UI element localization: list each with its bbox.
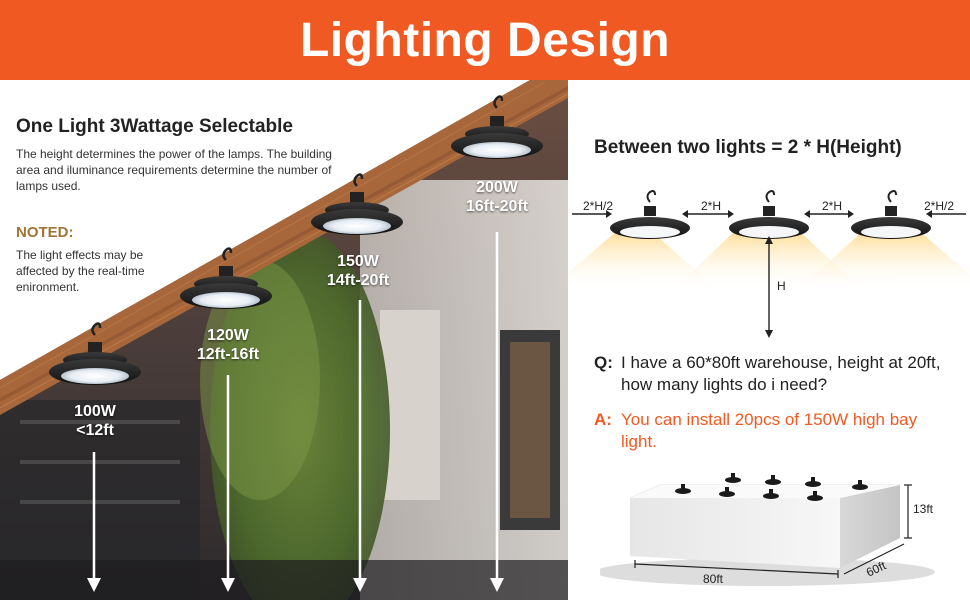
- lamp-150w-icon: [311, 173, 403, 235]
- lamp-watt: 120W: [207, 327, 249, 344]
- answer-key: A:: [594, 410, 612, 429]
- lamp-range: 12ft-16ft: [196, 346, 260, 363]
- warehouse-height: 13ft: [913, 502, 934, 516]
- dim-edge-right: 2*H/2: [924, 199, 955, 213]
- dim-height: H: [777, 279, 786, 293]
- dim-gap-1: 2*H: [701, 199, 722, 213]
- warehouse-diagram: [600, 473, 935, 586]
- lamp-range: <12ft: [76, 422, 114, 439]
- question-text: I have a 60*80ft warehouse, height at 20…: [621, 353, 941, 394]
- answer-text: You can install 20pcs of 150W high bay l…: [621, 410, 918, 451]
- intro-section: One Light 3Wattage Selectable The height…: [16, 116, 346, 194]
- warehouse-length: 80ft: [703, 572, 724, 586]
- lamp-label-200w: 200W 16ft-20ft: [447, 178, 547, 216]
- noted-title: NOTED:: [16, 224, 74, 241]
- lamp-120w-icon: [180, 247, 272, 309]
- noted-body: The light effects may be affected by the…: [16, 248, 145, 294]
- lamp-label-150w: 150W 14ft-20ft: [308, 252, 408, 290]
- noted-section: NOTED: The light effects may be affected…: [16, 224, 186, 295]
- spacing-diagram: [568, 190, 970, 338]
- diagram-lamp-right-icon: [851, 190, 931, 239]
- question-key: Q:: [594, 353, 613, 372]
- diagram-lamp-center-icon: [729, 190, 809, 239]
- lamp-watt: 200W: [476, 179, 518, 196]
- lamp-range: 14ft-20ft: [326, 272, 390, 289]
- lamp-label-120w: 120W 12ft-16ft: [178, 326, 278, 364]
- lamp-range: 16ft-20ft: [465, 198, 529, 215]
- intro-body: The height determines the power of the l…: [16, 147, 332, 193]
- page-title: Lighting Design: [299, 13, 671, 67]
- lamp-200w-icon: [451, 95, 543, 159]
- lamp-100w-icon: [49, 322, 141, 385]
- lamp-watt: 100W: [74, 403, 116, 420]
- dim-gap-2: 2*H: [822, 199, 843, 213]
- lamp-label-100w: 100W <12ft: [50, 402, 140, 440]
- dim-edge-left: 2*H/2: [583, 199, 614, 213]
- lamp-watt: 150W: [337, 253, 379, 270]
- installation-scene: [0, 80, 568, 600]
- spacing-title: Between two lights = 2 * H(Height): [594, 137, 902, 158]
- diagram-lamp-left-icon: [610, 190, 690, 239]
- banner: Lighting Design: [0, 0, 970, 80]
- warehouse-lamps: [675, 473, 868, 501]
- scene-illustration: [0, 80, 568, 600]
- intro-title: One Light 3Wattage Selectable: [16, 116, 293, 137]
